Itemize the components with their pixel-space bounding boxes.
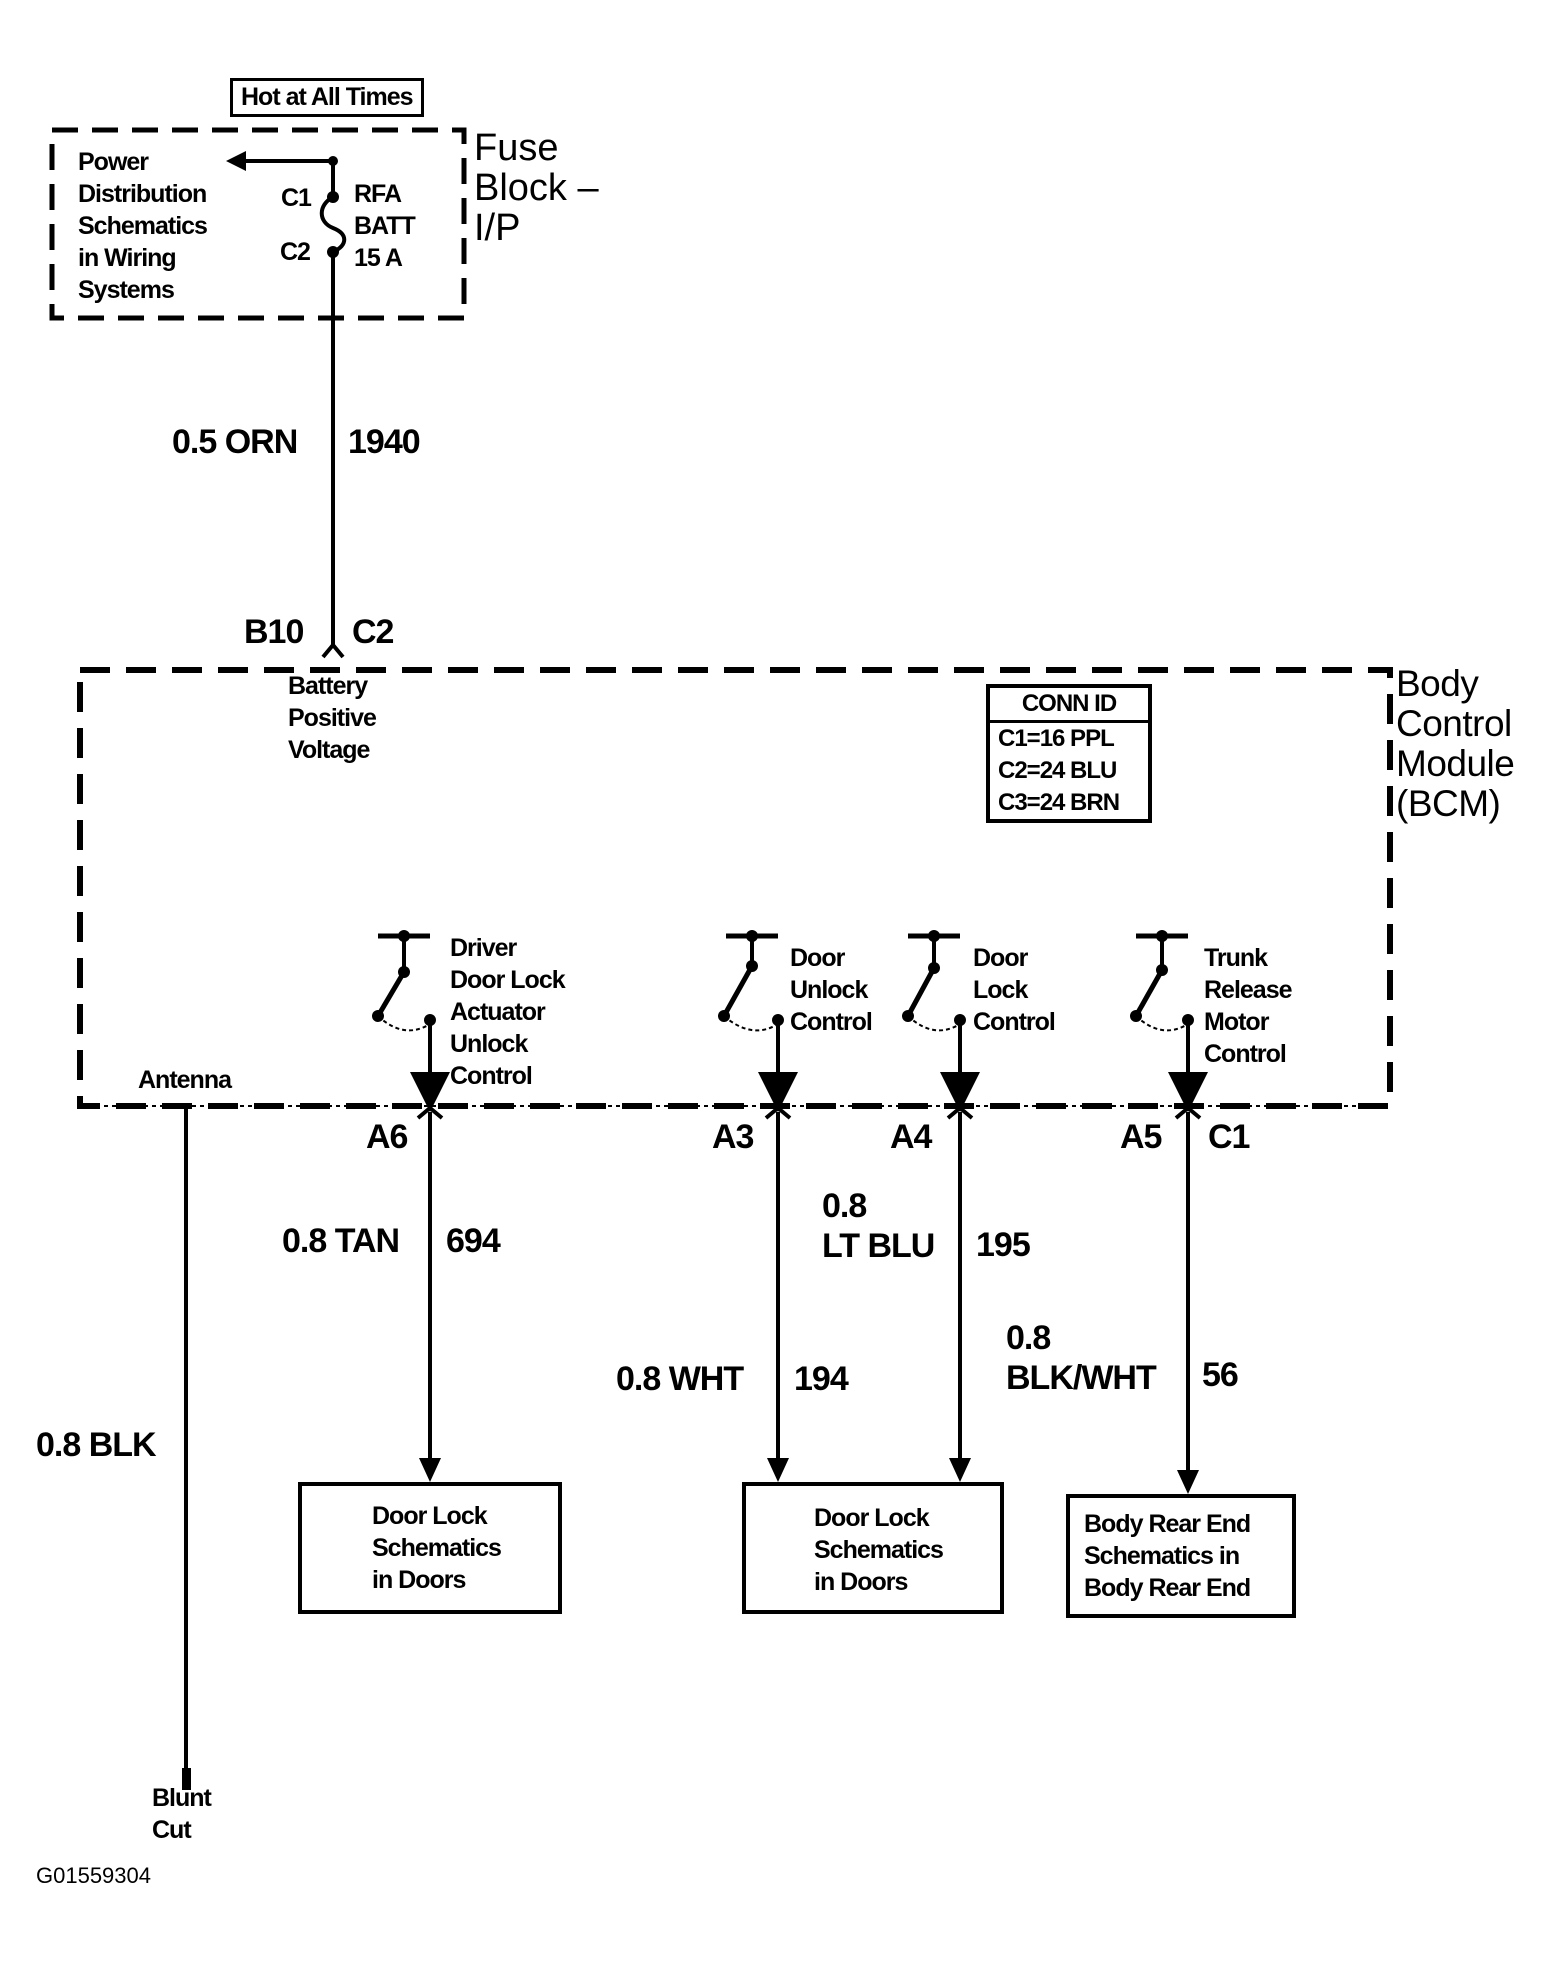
conn-id-row: C3=24 BRN (998, 789, 1120, 816)
feed-wire-size-color: 0.5 ORN (172, 423, 298, 461)
bcm-boundary (77, 667, 1393, 1109)
switch-label-driver-unlock: Driver Door Lock Actuator Unlock Control (450, 934, 566, 1090)
fuse-c2-label: C2 (280, 238, 311, 266)
wire-195-circuit: 195 (976, 1226, 1031, 1264)
b10-pin-label: B10 (244, 613, 304, 651)
fuse-c1-label: C1 (281, 184, 312, 212)
fuse-block-title: Fuse Block – I/P (474, 127, 599, 249)
wire-694-circuit: 694 (446, 1222, 501, 1260)
battery-positive-voltage-label: Battery Positive Voltage (288, 672, 377, 764)
switch-door-unlock (718, 930, 798, 1482)
figure-id: G01559304 (36, 1863, 151, 1888)
pin-a4-label: A4 (890, 1118, 932, 1156)
fuse-block-boundary (49, 127, 467, 321)
destination-door-lock-1: Door Lock Schematics in Doors (298, 1482, 562, 1614)
switch-door-lock (902, 930, 980, 1482)
conn-id-header: CONN ID (990, 688, 1148, 723)
wire-694-size-color: 0.8 TAN (282, 1222, 400, 1260)
antenna-label: Antenna (138, 1066, 232, 1094)
switch-label-trunk-release: Trunk Release Motor Control (1204, 944, 1293, 1068)
destination-door-lock-2: Door Lock Schematics in Doors (742, 1482, 1004, 1614)
wire-195-size-color: 0.8 LT BLU (822, 1187, 935, 1265)
hot-at-all-times-label: Hot at All Times (230, 78, 424, 117)
switch-trunk-release (1130, 930, 1208, 1494)
wire-194-circuit: 194 (794, 1360, 849, 1398)
b10-connector (321, 641, 345, 659)
conn-id-row: C2=24 BLU (998, 757, 1117, 784)
blunt-cut-label: Blunt Cut (152, 1784, 212, 1844)
wire-56-size-color: 0.8 BLK/WHT (1006, 1319, 1157, 1397)
wire-194-size-color: 0.8 WHT (616, 1360, 744, 1398)
pin-a6-label: A6 (366, 1118, 408, 1156)
pin-a3-label: A3 (712, 1118, 754, 1156)
conn-id-table: CONN ID C1=16 PPL C2=24 BLU C3=24 BRN (986, 684, 1152, 823)
conn-id-row: C1=16 PPL (998, 725, 1115, 752)
pin-c1-connector-label: C1 (1208, 1118, 1250, 1156)
fuse-symbol (319, 195, 347, 254)
pin-a5-label: A5 (1120, 1118, 1162, 1156)
antenna-wire-label: 0.8 BLK (36, 1426, 157, 1464)
power-distribution-label: Power Distribution Schematics in Wiring … (78, 148, 208, 304)
blunt-cut-end (182, 1768, 191, 1790)
fuse-rating-label: RFA BATT 15 A (354, 180, 416, 272)
switch-label-door-lock: Door Lock Control (973, 944, 1056, 1036)
b10-connector-label: C2 (352, 613, 394, 651)
wire-56-circuit: 56 (1202, 1356, 1239, 1394)
destination-body-rear-end: Body Rear End Schematics in Body Rear En… (1066, 1494, 1296, 1618)
bcm-title: Body Control Module (BCM) (1396, 663, 1515, 824)
switch-label-door-unlock: Door Unlock Control (790, 944, 873, 1036)
feed-wire-circuit: 1940 (348, 423, 421, 461)
switch-driver-unlock (372, 930, 450, 1482)
